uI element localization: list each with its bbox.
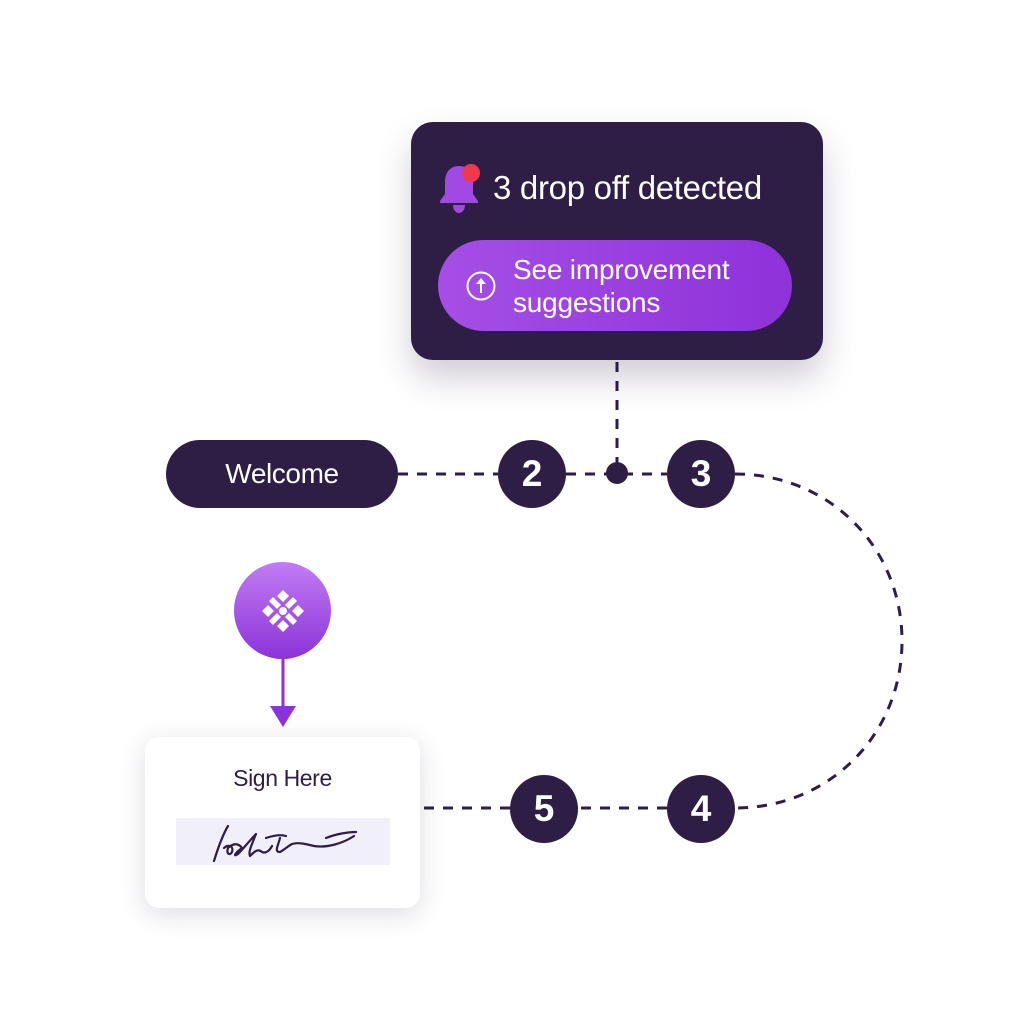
see-improvement-suggestions-label: See improvement suggestions	[513, 253, 730, 318]
step-2[interactable]: 2	[498, 440, 566, 508]
step-5[interactable]: 5	[510, 775, 578, 843]
step-4[interactable]: 4	[667, 775, 735, 843]
sign-here-card[interactable]: Sign Here	[145, 737, 420, 908]
sign-here-title: Sign Here	[233, 765, 332, 791]
notification-dot	[462, 164, 480, 182]
step-3[interactable]: 3	[667, 440, 735, 508]
drop-off-alert-card: 3 drop off detected See improvement sugg…	[411, 122, 823, 360]
logo-badge	[234, 562, 331, 659]
alert-header: 3 drop off detected	[437, 162, 762, 214]
alert-title: 3 drop off detected	[493, 169, 762, 206]
signature-image	[212, 824, 358, 863]
arrowhead-down-icon	[270, 706, 296, 727]
puzzle-logo-icon	[261, 589, 304, 632]
see-improvement-suggestions-button[interactable]: See improvement suggestions	[438, 240, 792, 331]
arrow-up-circle-icon	[466, 271, 496, 300]
connector-3-to-4	[734, 472, 904, 810]
welcome-step[interactable]: Welcome	[166, 440, 398, 508]
junction-dot	[606, 462, 628, 484]
bell-icon	[440, 164, 480, 213]
signature-field[interactable]	[176, 818, 390, 865]
